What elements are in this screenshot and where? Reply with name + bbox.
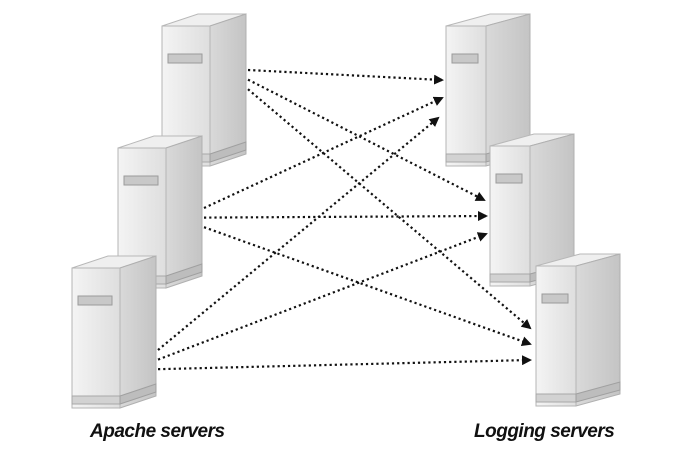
connection-arrow-2-to-3 xyxy=(203,226,532,347)
drive-slot-icon xyxy=(167,53,203,64)
logging-server-1 xyxy=(445,13,531,167)
logging-servers-label: Logging servers xyxy=(474,421,615,442)
drive-slot-icon xyxy=(77,295,113,306)
drive-slot-icon xyxy=(451,53,479,64)
servers-layer xyxy=(71,13,621,409)
apache-server-3 xyxy=(71,255,157,409)
drive-slot-icon xyxy=(123,175,159,186)
apache-servers-label: Apache servers xyxy=(90,421,225,442)
logging-server-3 xyxy=(535,253,621,407)
connection-arrow-1-to-1 xyxy=(247,68,444,85)
apache-server-2 xyxy=(117,135,203,289)
connection-arrow-3-to-2 xyxy=(157,232,488,361)
connection-arrow-3-to-3 xyxy=(157,355,532,371)
drive-slot-icon xyxy=(495,173,523,184)
connection-arrow-2-to-2 xyxy=(203,211,488,222)
connection-arrow-3-to-1 xyxy=(157,116,440,351)
connection-arrow-1-to-3 xyxy=(247,88,532,330)
connections-layer xyxy=(157,68,532,371)
drive-slot-icon xyxy=(541,293,569,304)
connection-arrow-2-to-1 xyxy=(203,96,444,209)
